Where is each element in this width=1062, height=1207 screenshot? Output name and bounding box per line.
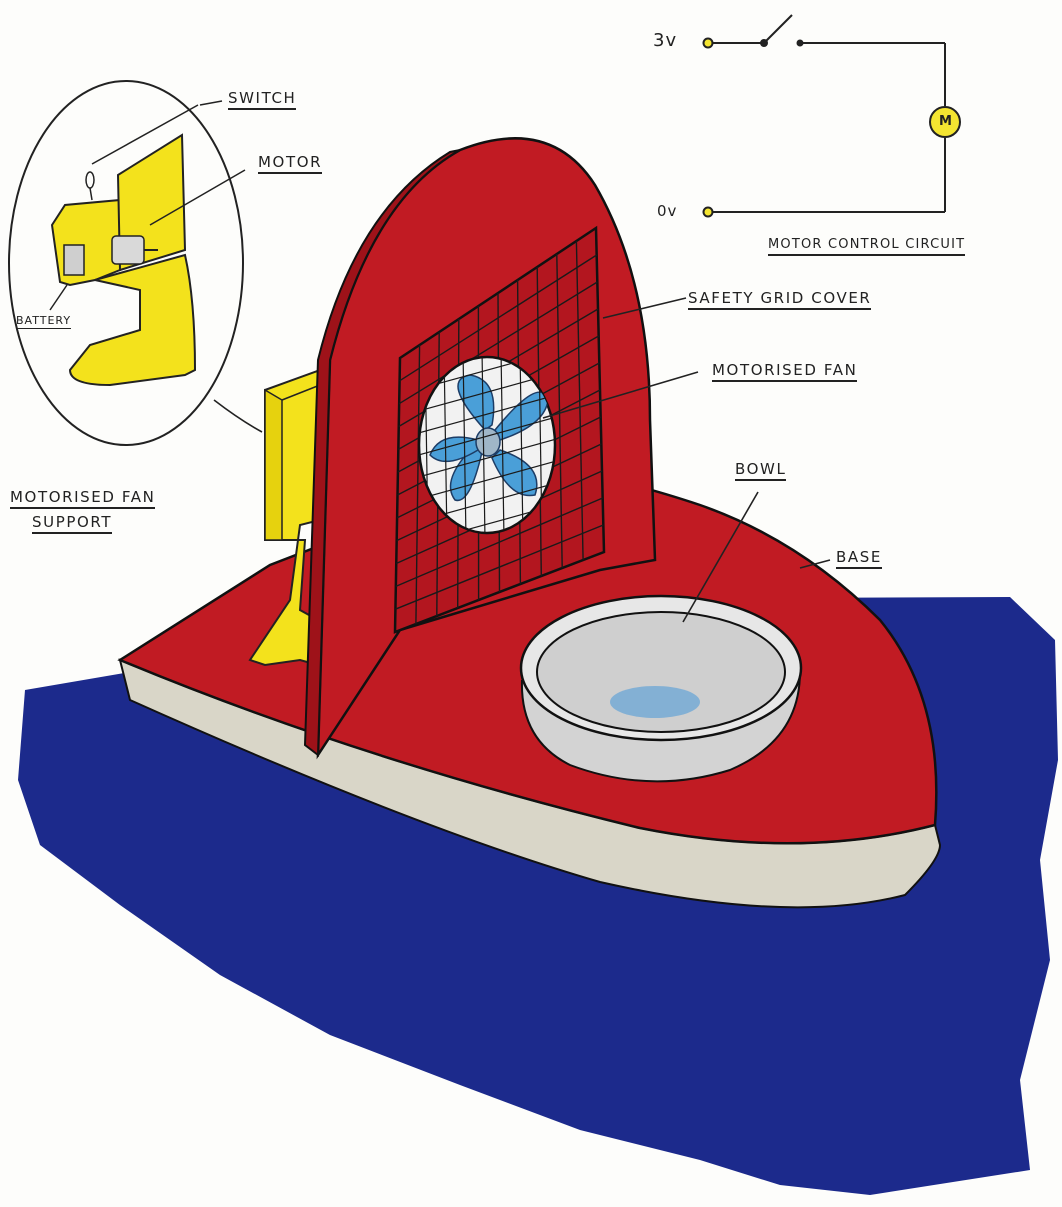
bowl xyxy=(521,596,801,781)
motor-control-circuit xyxy=(704,15,961,217)
label-battery: Battery xyxy=(16,314,71,329)
terminal-3v: 3v xyxy=(653,30,677,51)
label-switch: Switch xyxy=(228,90,296,110)
motor-symbol-letter: M xyxy=(939,114,953,129)
label-motor: Motor xyxy=(258,154,322,174)
label-safety-grid: Safety Grid Cover xyxy=(688,290,871,310)
label-support-line2: Support xyxy=(32,514,112,534)
inset-support-detail xyxy=(52,135,195,385)
label-support-line1: Motorised Fan xyxy=(10,489,155,509)
terminal-0v: 0v xyxy=(657,202,677,220)
label-bowl: Bowl xyxy=(735,461,786,481)
label-motorised-fan: Motorised Fan xyxy=(712,362,857,382)
label-circuit-title: Motor control circuit xyxy=(768,236,965,256)
label-base: Base xyxy=(836,549,882,569)
